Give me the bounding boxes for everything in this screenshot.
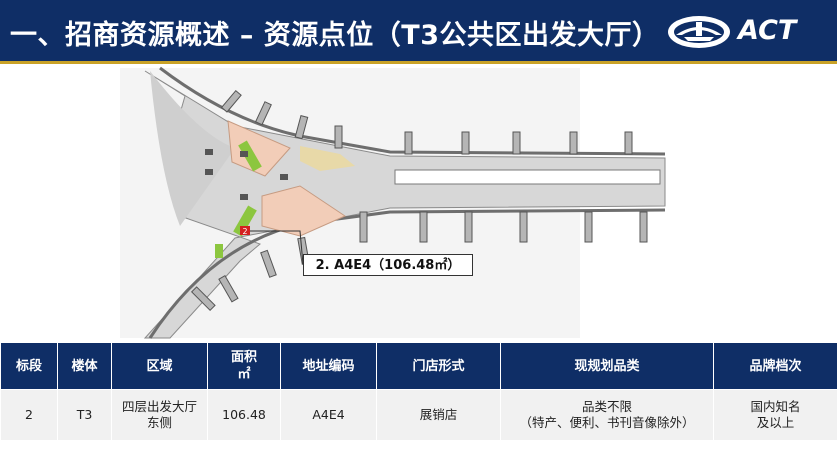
cell-store-type: 展销店 — [376, 389, 501, 441]
header-segment: 标段 — [0, 342, 58, 390]
header-category: 现规划品类 — [500, 342, 714, 390]
act-logo: ACT — [666, 13, 826, 51]
header-building: 楼体 — [57, 342, 112, 390]
cell-brand-level: 国内知名及以上 — [713, 389, 837, 441]
terminal-map: 2 2. A4E4（106.48㎡） — [0, 66, 837, 341]
header-address-code: 地址编码 — [280, 342, 377, 390]
cell-segment: 2 — [0, 389, 58, 441]
store-marker — [240, 226, 250, 235]
terminal-floorplan: 2 — [120, 66, 666, 339]
header-area: 区域 — [111, 342, 208, 390]
airport-logo-icon — [668, 16, 730, 48]
page-title: 一、招商资源概述 – 资源点位（T3公共区出发大厅） — [10, 20, 660, 51]
location-callout: 2. A4E4（106.48㎡） — [303, 254, 473, 276]
cell-size: 106.48 — [207, 389, 281, 441]
cell-building: T3 — [57, 389, 112, 441]
header-store-type: 门店形式 — [376, 342, 501, 390]
cell-area: 四层出发大厅东侧 — [111, 389, 208, 441]
cell-address-code: A4E4 — [280, 389, 377, 441]
table-row: 2 T3 四层出发大厅东侧 106.48 A4E4 展销店 品类不限（特产、便利… — [0, 389, 837, 441]
logo-text: ACT — [738, 15, 797, 46]
marker-number: 2 — [242, 227, 247, 236]
header-brand-level: 品牌档次 — [713, 342, 837, 390]
header-bar: 一、招商资源概述 – 资源点位（T3公共区出发大厅） ACT — [0, 0, 837, 64]
cell-category: 品类不限（特产、便利、书刊音像除外） — [500, 389, 714, 441]
